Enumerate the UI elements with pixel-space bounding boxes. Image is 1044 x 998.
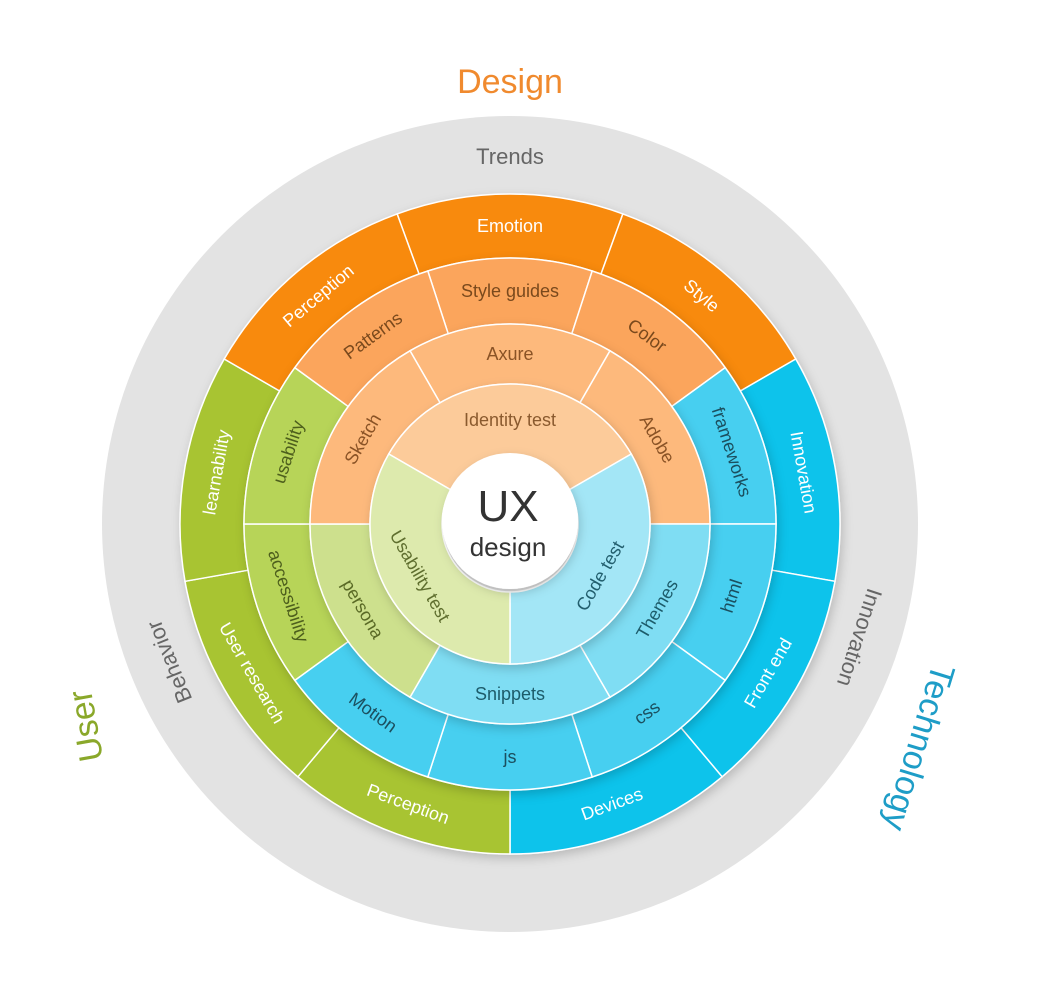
ring3-label-js: js <box>503 747 517 767</box>
ring-third: Style guidesColorframeworkshtmlcssjsMoti… <box>243 257 777 791</box>
ring4-label-emotion: Emotion <box>477 216 543 236</box>
category-technology: Technology <box>875 659 962 835</box>
ring2-label-snippets: Snippets <box>475 684 545 704</box>
center-circle <box>442 453 578 589</box>
category-design: Design <box>457 63 563 101</box>
center-subtitle: design <box>470 532 547 562</box>
category-user: User <box>61 687 111 764</box>
background-label-trends: Trends <box>476 144 544 169</box>
ring3-label-style-guides: Style guides <box>461 281 559 301</box>
ring1-segment-usability-test <box>369 452 511 665</box>
center-title: UX <box>477 482 538 531</box>
ring2-label-axure: Axure <box>486 344 533 364</box>
ring1-segment-code-test <box>509 452 651 665</box>
ring1-label-identity-test: Identity test <box>464 410 556 430</box>
